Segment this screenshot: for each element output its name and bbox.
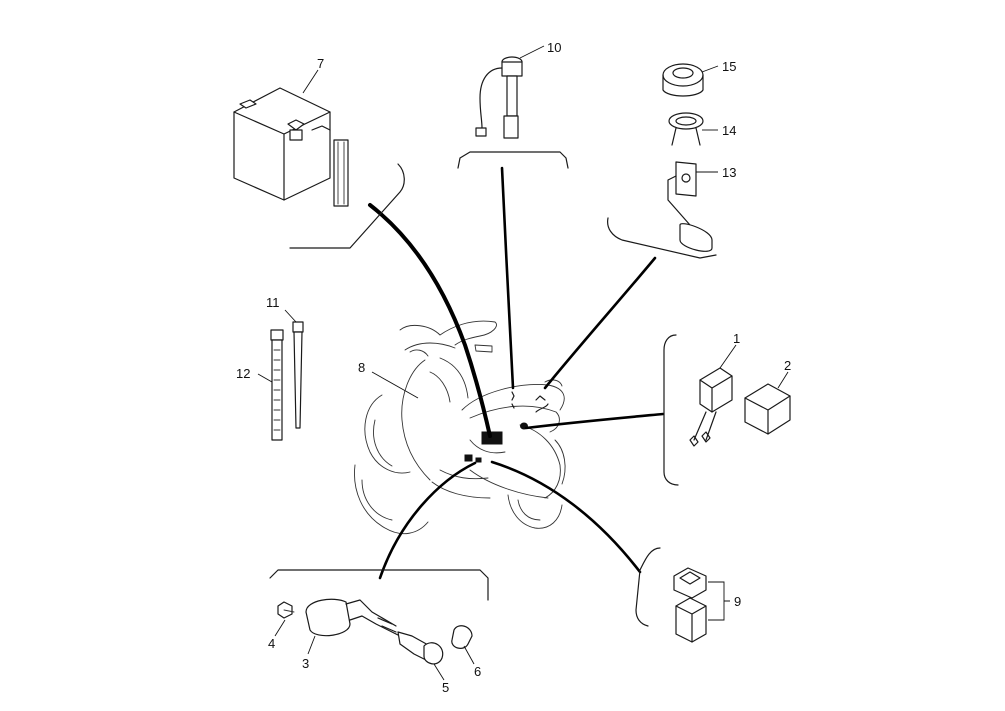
callout-12: 12 bbox=[236, 366, 250, 381]
callout-10: 10 bbox=[547, 40, 561, 55]
callout-6: 6 bbox=[474, 664, 481, 679]
fuse-parts bbox=[673, 567, 730, 643]
callout-4: 4 bbox=[268, 636, 275, 651]
ignition-parts bbox=[274, 598, 475, 681]
callout-7: 7 bbox=[317, 56, 324, 71]
strap-parts bbox=[257, 309, 304, 441]
callout-3: 3 bbox=[302, 656, 309, 671]
bracket-bottom-right bbox=[635, 547, 661, 627]
leader-8 bbox=[371, 371, 419, 399]
callout-8: 8 bbox=[358, 360, 365, 375]
relay-parts bbox=[689, 344, 791, 447]
bracket-bottom-left bbox=[269, 569, 489, 601]
fuel-gauge-parts bbox=[662, 63, 719, 252]
connector-lines bbox=[368, 166, 665, 580]
callout-2: 2 bbox=[784, 358, 791, 373]
sensor-part bbox=[475, 45, 545, 139]
battery-part bbox=[233, 69, 349, 207]
callout-14: 14 bbox=[722, 123, 736, 138]
scooter-part-marker bbox=[481, 431, 503, 445]
callout-9: 9 bbox=[734, 594, 741, 609]
bracket-top-right bbox=[607, 217, 717, 259]
callout-15: 15 bbox=[722, 59, 736, 74]
callout-5: 5 bbox=[442, 680, 449, 695]
bracket-top-center bbox=[457, 151, 569, 169]
bracket-right bbox=[663, 334, 679, 486]
callout-1: 1 bbox=[733, 331, 740, 346]
callout-labels: 7 10 15 14 13 11 12 8 1 2 9 4 3 5 6 bbox=[236, 40, 791, 695]
callout-11: 11 bbox=[266, 295, 280, 310]
bracket-top-left bbox=[289, 163, 405, 249]
panel-brackets bbox=[269, 151, 717, 627]
callout-13: 13 bbox=[722, 165, 736, 180]
